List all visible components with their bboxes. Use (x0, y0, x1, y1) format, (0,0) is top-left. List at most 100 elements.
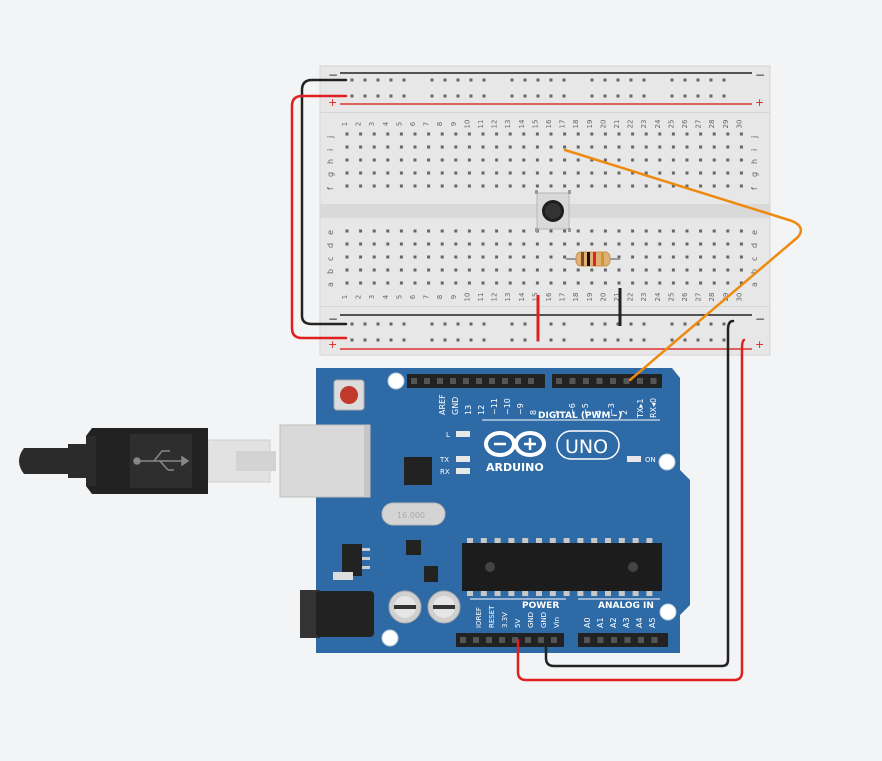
hole (726, 229, 730, 233)
column-number: 10 (463, 120, 471, 129)
hole (427, 184, 431, 188)
hole (522, 591, 529, 596)
hole (671, 281, 675, 285)
hole (562, 78, 566, 82)
hole (590, 94, 594, 98)
usb-chip (404, 457, 432, 485)
hole (523, 94, 527, 98)
hole (563, 268, 567, 272)
hole (712, 132, 716, 136)
pin-label-13: 13 (464, 405, 473, 415)
hole (576, 145, 580, 149)
column-number: 27 (695, 120, 703, 129)
hole (359, 132, 363, 136)
hole (563, 145, 567, 149)
hole (440, 281, 444, 285)
hole (535, 268, 539, 272)
hole (709, 322, 713, 326)
hole (549, 255, 553, 259)
hole (372, 229, 376, 233)
hole (460, 637, 466, 643)
hole (467, 158, 471, 162)
row-letters-bottom: e d c b a e d c b a (326, 230, 759, 287)
hole (551, 637, 557, 643)
led-tx (456, 456, 470, 462)
row-letter: j (326, 136, 335, 139)
hole (413, 132, 417, 136)
hole (726, 184, 730, 188)
hole (726, 268, 730, 272)
hole (696, 338, 700, 342)
hole (535, 132, 539, 136)
hole (508, 242, 512, 246)
hole (467, 281, 471, 285)
column-number: 14 (518, 292, 526, 301)
column-number: 26 (681, 292, 689, 301)
hole (427, 281, 431, 285)
hole (440, 171, 444, 175)
hole (510, 338, 514, 342)
hole (359, 145, 363, 149)
column-number: 16 (545, 292, 553, 301)
hole (629, 94, 633, 98)
hole (481, 145, 485, 149)
hole (576, 281, 580, 285)
hole (658, 171, 662, 175)
hole (467, 171, 471, 175)
hole (440, 145, 444, 149)
led-on (627, 456, 641, 462)
hole (617, 184, 621, 188)
hole (443, 338, 447, 342)
pin-label-gnd: GND (527, 612, 535, 628)
usb-port[interactable] (279, 424, 371, 498)
column-number: 15 (531, 293, 539, 302)
hole (456, 78, 460, 82)
row-letter: e (326, 230, 335, 235)
power-label: POWER (522, 601, 559, 611)
hole (345, 268, 349, 272)
pin-label-12: 12 (477, 405, 486, 415)
column-number: 12 (491, 293, 499, 302)
voltage-regulator (342, 544, 362, 576)
hole (658, 255, 662, 259)
hole (359, 171, 363, 175)
rail-minus-sign: − (755, 68, 765, 82)
row-letter: d (750, 243, 759, 248)
column-number: 25 (667, 120, 675, 129)
hole (413, 268, 417, 272)
hole (739, 255, 743, 259)
hole (413, 255, 417, 259)
column-number: 24 (654, 119, 662, 128)
dc-power-jack[interactable] (316, 591, 374, 637)
analog-header[interactable] (578, 633, 668, 647)
reset-button-cap[interactable] (340, 386, 358, 404)
pushbutton[interactable] (535, 190, 571, 232)
hole (350, 94, 354, 98)
column-number: 20 (599, 293, 607, 302)
hole (535, 255, 539, 259)
power-header[interactable] (456, 633, 564, 647)
hole (629, 322, 633, 326)
hole (590, 145, 594, 149)
hole (481, 255, 485, 259)
status-leds: L TX RX ON (439, 431, 656, 476)
hole (696, 78, 700, 82)
hole (411, 378, 417, 384)
hole (345, 184, 349, 188)
hole (603, 281, 607, 285)
hole (631, 242, 635, 246)
hole (402, 338, 406, 342)
hole (683, 322, 687, 326)
hole (658, 158, 662, 162)
rail-plus-sign: + (755, 96, 764, 109)
hole (726, 242, 730, 246)
rail-plus-sign: + (328, 338, 337, 351)
hole (590, 338, 594, 342)
hole (631, 268, 635, 272)
hole (644, 255, 648, 259)
digital-header-right[interactable] (552, 374, 662, 388)
hole (642, 94, 646, 98)
hole (709, 78, 713, 82)
column-number: 22 (627, 293, 635, 302)
rail-minus-sign: − (755, 312, 765, 326)
